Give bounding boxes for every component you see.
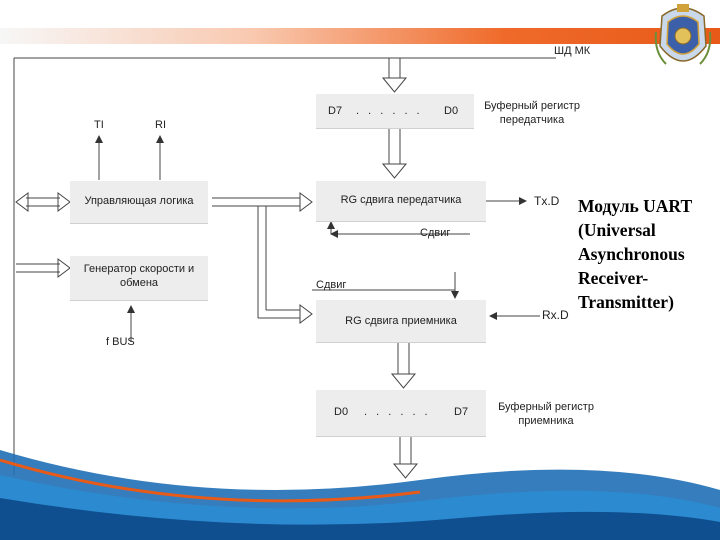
generator-label-2: обмена (119, 277, 159, 289)
control-logic-label: Управляющая логика (84, 195, 194, 207)
tx-buffer-d-left: D7 (328, 105, 343, 117)
tx-shift-label: RG сдвига передатчика (340, 194, 462, 206)
tx-buffer-label-2: передатчика (499, 114, 565, 126)
ri-label: RI (155, 119, 166, 131)
tx-buffer-d-right: D0 (444, 105, 459, 117)
generator-label-1: Генератор скорости и (83, 263, 195, 275)
rx-shift-register (316, 300, 486, 343)
bus-label: ШД МК (554, 45, 591, 57)
tx-shift-clock-label: Сдвиг (420, 227, 451, 239)
rx-buffer-d-left: D0 (334, 406, 349, 418)
rx-buffer-label-1: Буферный регистр (498, 401, 594, 413)
rx-buffer-register (316, 390, 486, 437)
rx-buffer-d-right: D7 (454, 406, 469, 418)
rx-shift-clock-label: Сдвиг (316, 279, 347, 291)
header-bar (0, 28, 720, 44)
ti-label: TI (94, 119, 104, 131)
coat-of-arms-emblem (654, 4, 712, 65)
fbus-label: f BUS (106, 336, 135, 348)
rx-shift-label: RG сдвига приемника (345, 315, 457, 327)
tx-shift-register (316, 181, 486, 222)
txd-label: Tx.D (534, 194, 560, 208)
tx-buffer-label-1: Буферный регистр (484, 100, 580, 112)
tx-buffer-register (316, 94, 474, 129)
rxd-label: Rx.D (542, 308, 569, 322)
rx-buffer-label-2: приемника (518, 415, 574, 427)
control-logic-block (70, 181, 208, 224)
slide-title: Модуль UART (Universal Asynchronous Rece… (578, 196, 692, 312)
tx-buffer-dots: . . . . . . (356, 105, 423, 117)
baud-generator-block (70, 256, 208, 301)
bottom-wave-decoration (0, 450, 720, 540)
rx-buffer-dots: . . . . . . (364, 406, 431, 418)
